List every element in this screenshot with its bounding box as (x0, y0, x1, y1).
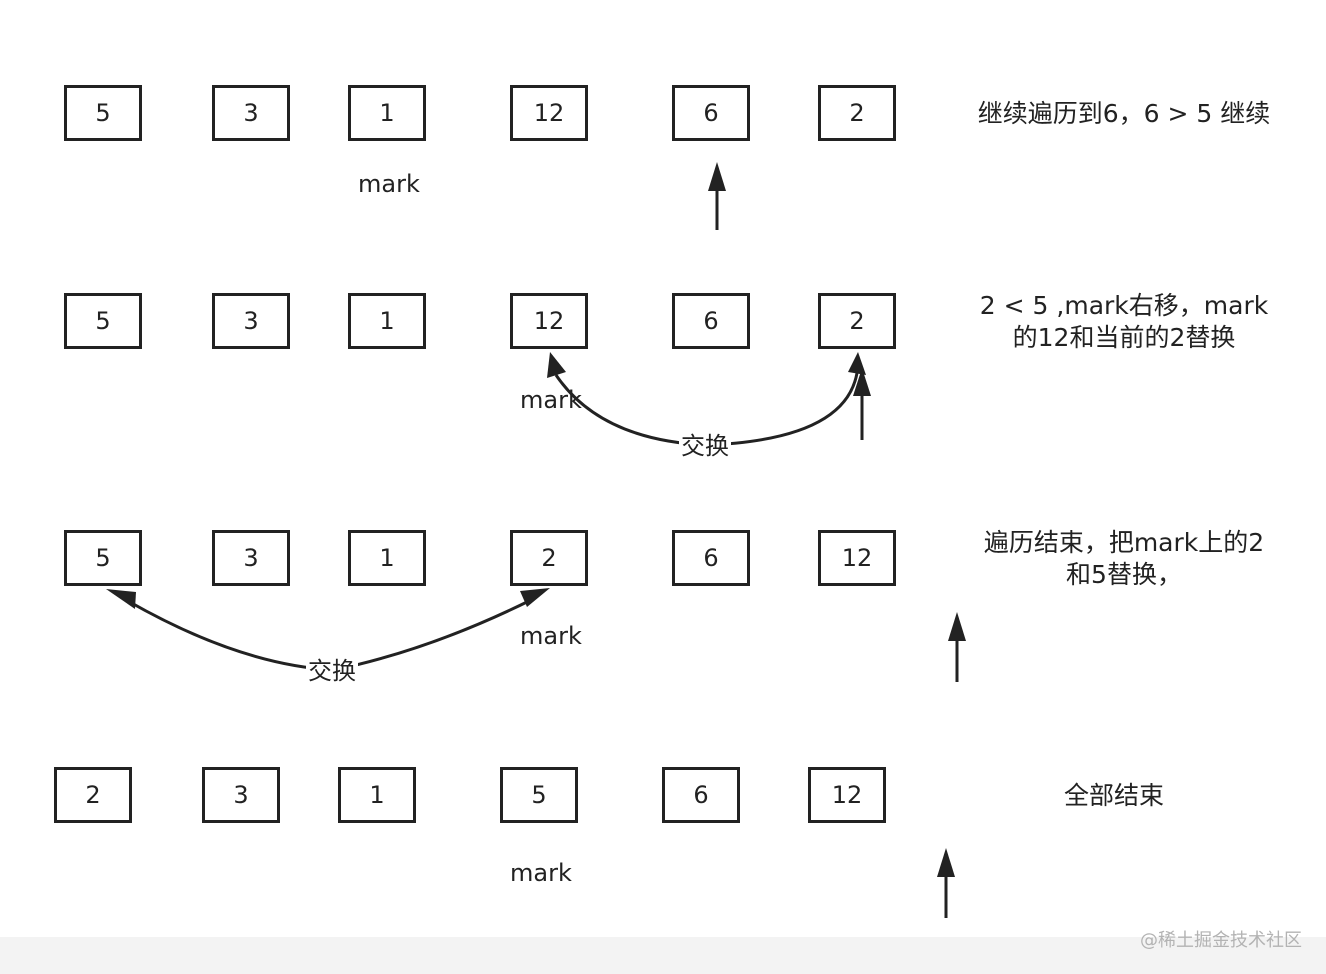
array-cell: 5 (64, 293, 142, 349)
watermark: @稀土掘金技术社区 (1140, 930, 1302, 951)
array-cell: 1 (338, 767, 416, 823)
array-cell: 6 (672, 530, 750, 586)
note-line: 和5替换， (1066, 560, 1182, 589)
mark-label: mark (510, 859, 572, 887)
array-cell: 2 (818, 85, 896, 141)
array-cell: 5 (500, 767, 578, 823)
array-cell: 6 (672, 293, 750, 349)
array-cell: 12 (510, 85, 588, 141)
array-cell: 1 (348, 293, 426, 349)
array-cell: 3 (212, 85, 290, 141)
note-line: 全部结束 (1063, 781, 1164, 810)
array-cell: 1 (348, 530, 426, 586)
arrowhead (848, 352, 866, 375)
array-cell: 3 (212, 293, 290, 349)
array-cell: 3 (212, 530, 290, 586)
mark-label: mark (358, 170, 420, 198)
note-line: 继续遍历到6，6 > 5 继续 (977, 99, 1271, 128)
array-cell: 2 (54, 767, 132, 823)
arrowhead (520, 588, 550, 607)
array-cell: 6 (662, 767, 740, 823)
swap-label: 交换 (679, 432, 731, 460)
arrowhead (937, 848, 955, 877)
note-line: 的12和当前的2替换 (1012, 323, 1236, 352)
step-note: 继续遍历到6，6 > 5 继续 (964, 98, 1284, 130)
swap-label: 交换 (306, 657, 358, 685)
arrowhead (948, 612, 966, 641)
array-cell: 2 (510, 530, 588, 586)
array-cell: 12 (808, 767, 886, 823)
step-note: 全部结束 (954, 780, 1274, 812)
mark-label: mark (520, 386, 582, 414)
note-line: 遍历结束，把mark上的2 (983, 528, 1265, 557)
arrowhead (708, 162, 726, 191)
array-cell: 2 (818, 293, 896, 349)
array-cell: 3 (202, 767, 280, 823)
arrowhead (853, 368, 871, 396)
arrowhead (547, 352, 566, 378)
array-cell: 12 (818, 530, 896, 586)
footer-band (0, 937, 1326, 974)
array-cell: 12 (510, 293, 588, 349)
mark-label: mark (520, 622, 582, 650)
step-note: 遍历结束，把mark上的2 和5替换， (964, 527, 1284, 591)
array-cell: 6 (672, 85, 750, 141)
arrowhead (106, 589, 136, 609)
step-note: 2 < 5 ,mark右移，mark 的12和当前的2替换 (964, 290, 1284, 354)
note-line: 2 < 5 ,mark右移，mark (979, 291, 1269, 320)
array-cell: 5 (64, 85, 142, 141)
array-cell: 5 (64, 530, 142, 586)
array-cell: 1 (348, 85, 426, 141)
